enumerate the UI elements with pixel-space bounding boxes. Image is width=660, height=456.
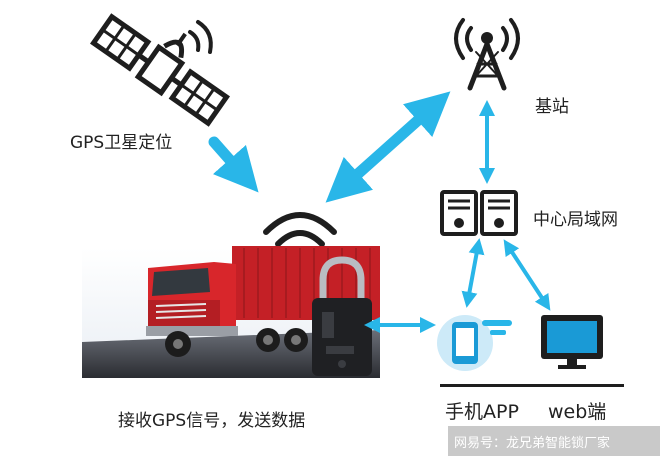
watermark-bg	[448, 426, 660, 456]
base-station-label: 基站	[535, 97, 569, 117]
divider-line	[440, 384, 624, 387]
monitor-icon	[541, 315, 603, 369]
gps-padlock-icon	[312, 256, 372, 376]
receive-gps-label: 接收GPS信号，发送数据	[118, 411, 306, 431]
web-terminal-label: web端	[548, 401, 607, 423]
connection-arrows	[208, 91, 551, 333]
arrow-server-web	[503, 239, 551, 311]
gps-satellite-label: GPS卫星定位	[70, 133, 173, 153]
server-icon	[440, 190, 518, 236]
arrow-server-phone	[461, 238, 485, 308]
watermark-text: 网易号：龙兄弟智能锁厂家	[454, 436, 611, 451]
satellite-icon	[90, 13, 230, 127]
arrow-truck-tower	[325, 91, 451, 203]
satellite-signal-icon	[188, 20, 213, 54]
central-lan-label: 中心局域网	[533, 210, 618, 230]
radio-tower-icon	[454, 18, 520, 91]
phone-icon	[437, 315, 512, 371]
arrow-satellite-to-truck	[208, 136, 259, 193]
mobile-app-label: 手机APP	[445, 401, 519, 423]
